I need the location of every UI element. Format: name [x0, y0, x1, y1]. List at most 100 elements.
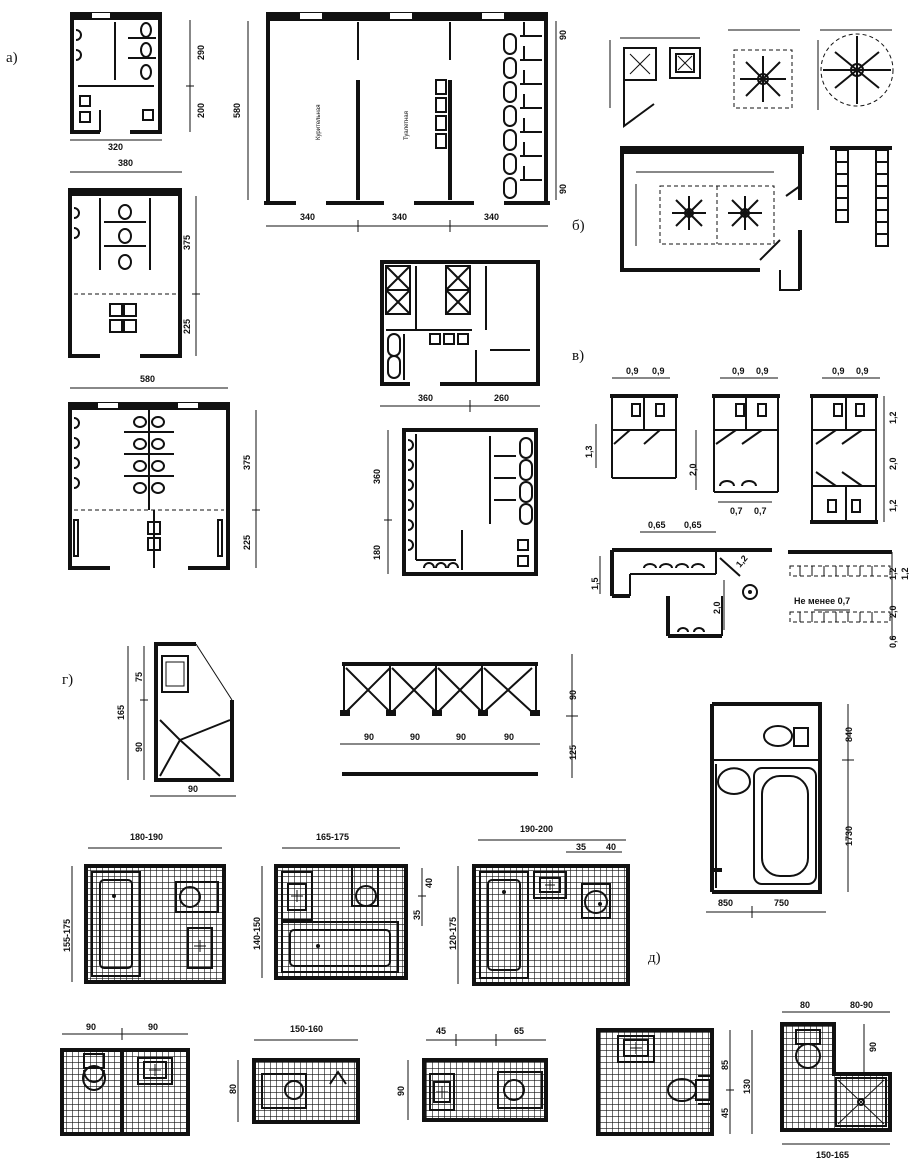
dim-g-w90: 90 — [188, 784, 198, 794]
wc-e4: 85 45 130 — [596, 1028, 753, 1136]
dim-big-r2: 90 — [558, 184, 568, 194]
dim-v-min: Не менее 0,7 — [794, 596, 850, 606]
dim-e4-45: 45 — [720, 1108, 730, 1118]
dim-g-r90d: 90 — [504, 732, 514, 742]
dim-e1-90a: 90 — [86, 1022, 96, 1032]
wc-e3: 45 65 90 — [396, 1026, 548, 1122]
dim-a3-width: 580 — [140, 374, 155, 384]
shower-plan-g: 165 75 90 90 — [116, 642, 236, 797]
dim-v-065b: 0,65 — [684, 520, 702, 530]
dim-v-09d: 0,9 — [756, 366, 769, 376]
dim-g-90: 90 — [134, 742, 144, 752]
dim-e5-8090: 80-90 — [850, 1000, 873, 1010]
bathroom-d1: 180-190 155-175 — [62, 832, 226, 984]
shower-row-g: 90 90 90 90 90 125 — [340, 654, 578, 778]
room-name-women: Курительная — [316, 105, 322, 140]
dim-d2-40: 40 — [424, 878, 434, 888]
dim-bath-850: 850 — [718, 898, 733, 908]
dim-v-12d: 1,2 — [888, 567, 898, 580]
dim-v-20b: 2,0 — [888, 457, 898, 470]
cubicles-v: 0,9 0,9 1,3 0,9 0,9 0,7 0,7 2,0 0,9 0 — [584, 366, 909, 648]
dim-big-r1: 90 — [558, 30, 568, 40]
dim-d2-w: 165-175 — [316, 832, 349, 842]
dim-big-w3: 340 — [484, 212, 499, 222]
dim-v-12a: 1,2 — [888, 411, 898, 424]
dim-v-20a: 2,0 — [688, 463, 698, 476]
dim-bath-1730: 1730 — [844, 826, 854, 846]
bathroom-d2: 165-175 140-150 40 35 — [252, 832, 434, 980]
dim-a1-h1: 290 — [196, 45, 206, 60]
dim-e5-80: 80 — [800, 1000, 810, 1010]
dim-d2-h: 140-150 — [252, 917, 262, 950]
dim-v-12b: 1,2 — [888, 499, 898, 512]
shower-units-b — [609, 29, 894, 291]
dim-big-w1: 340 — [300, 212, 315, 222]
dim-v-15: 1,5 — [590, 577, 600, 590]
plan-a1: 320 290 200 — [70, 12, 206, 152]
plan-a-middle-1: 360 260 — [380, 260, 540, 412]
dim-a3-h1: 375 — [242, 455, 252, 470]
dim-v-20c: 2,0 — [712, 601, 722, 614]
dim-v-07b: 0,7 — [754, 506, 767, 516]
dim-g-r90b: 90 — [410, 732, 420, 742]
dim-big-w2: 340 — [392, 212, 407, 222]
dim-e5-w: 150-165 — [816, 1150, 849, 1160]
dim-v-12c: 1,2 — [734, 553, 750, 569]
dim-g-r90a: 90 — [364, 732, 374, 742]
dim-v-09a: 0,9 — [626, 366, 639, 376]
dim-mid2-h1: 360 — [372, 469, 382, 484]
dim-g-75: 75 — [134, 672, 144, 682]
dim-g-r125: 125 — [568, 745, 578, 760]
bathroom-d3: 190-200 35 40 120-175 — [448, 824, 630, 986]
dim-v-065a: 0,65 — [648, 520, 666, 530]
dim-a1-width: 320 — [108, 142, 123, 152]
dim-v-07a: 0,7 — [730, 506, 743, 516]
dim-mid2-h2: 180 — [372, 545, 382, 560]
dim-e3-h: 90 — [396, 1086, 406, 1096]
dim-v-12e: 1,2 — [900, 567, 909, 580]
plan-a2: 380 375 225 — [68, 158, 200, 358]
dim-e2-w: 150-160 — [290, 1024, 323, 1034]
dim-g-r90e: 90 — [568, 690, 578, 700]
dim-v-09f: 0,9 — [856, 366, 869, 376]
dim-a2-h2: 225 — [182, 319, 192, 334]
dim-mid-w1: 360 — [418, 393, 433, 403]
section-label-b: б) — [572, 218, 585, 234]
dim-d3-40: 40 — [606, 842, 616, 852]
section-label-v: в) — [572, 348, 584, 364]
dim-bath-750: 750 — [774, 898, 789, 908]
dim-d3-h: 120-175 — [448, 917, 458, 950]
section-label-d: д) — [648, 950, 661, 966]
dim-d1-h: 155-175 — [62, 919, 72, 952]
section-label-g: г) — [62, 672, 73, 688]
dim-d3-w: 190-200 — [520, 824, 553, 834]
dim-mid-w2: 260 — [494, 393, 509, 403]
dim-v-06: 0,6 — [888, 635, 898, 648]
dim-v-09b: 0,9 — [652, 366, 665, 376]
plan-a-middle-2: 360 180 — [372, 428, 538, 576]
dim-e4-85: 85 — [720, 1060, 730, 1070]
room-name-men: Туалетная — [404, 111, 410, 140]
dim-a2-h1: 375 — [182, 235, 192, 250]
plan-a-large: Курительная Туалетная 580 340 340 340 90… — [232, 12, 568, 232]
dim-g-r90c: 90 — [456, 732, 466, 742]
dim-d3-35: 35 — [576, 842, 586, 852]
dim-v-13: 1,3 — [584, 445, 594, 458]
section-label-a: а) — [6, 50, 18, 66]
dim-a1-h2: 200 — [196, 103, 206, 118]
dim-e4-130: 130 — [742, 1079, 752, 1094]
dim-e3-65: 65 — [514, 1026, 524, 1036]
dim-v-20d: 2,0 — [888, 605, 898, 618]
wc-e1: 90 90 — [60, 1022, 190, 1136]
dim-e2-h: 80 — [228, 1084, 238, 1094]
wc-e2: 150-160 80 — [228, 1024, 360, 1124]
dim-v-09e: 0,9 — [832, 366, 845, 376]
dim-e1-90b: 90 — [148, 1022, 158, 1032]
dim-a2-width: 380 — [118, 158, 133, 168]
dim-d1-w: 180-190 — [130, 832, 163, 842]
wc-e5: 80 80-90 90 150-165 — [780, 1000, 892, 1160]
dim-a3-h2: 225 — [242, 535, 252, 550]
dim-v-09c: 0,9 — [732, 366, 745, 376]
dim-g-165: 165 — [116, 705, 126, 720]
